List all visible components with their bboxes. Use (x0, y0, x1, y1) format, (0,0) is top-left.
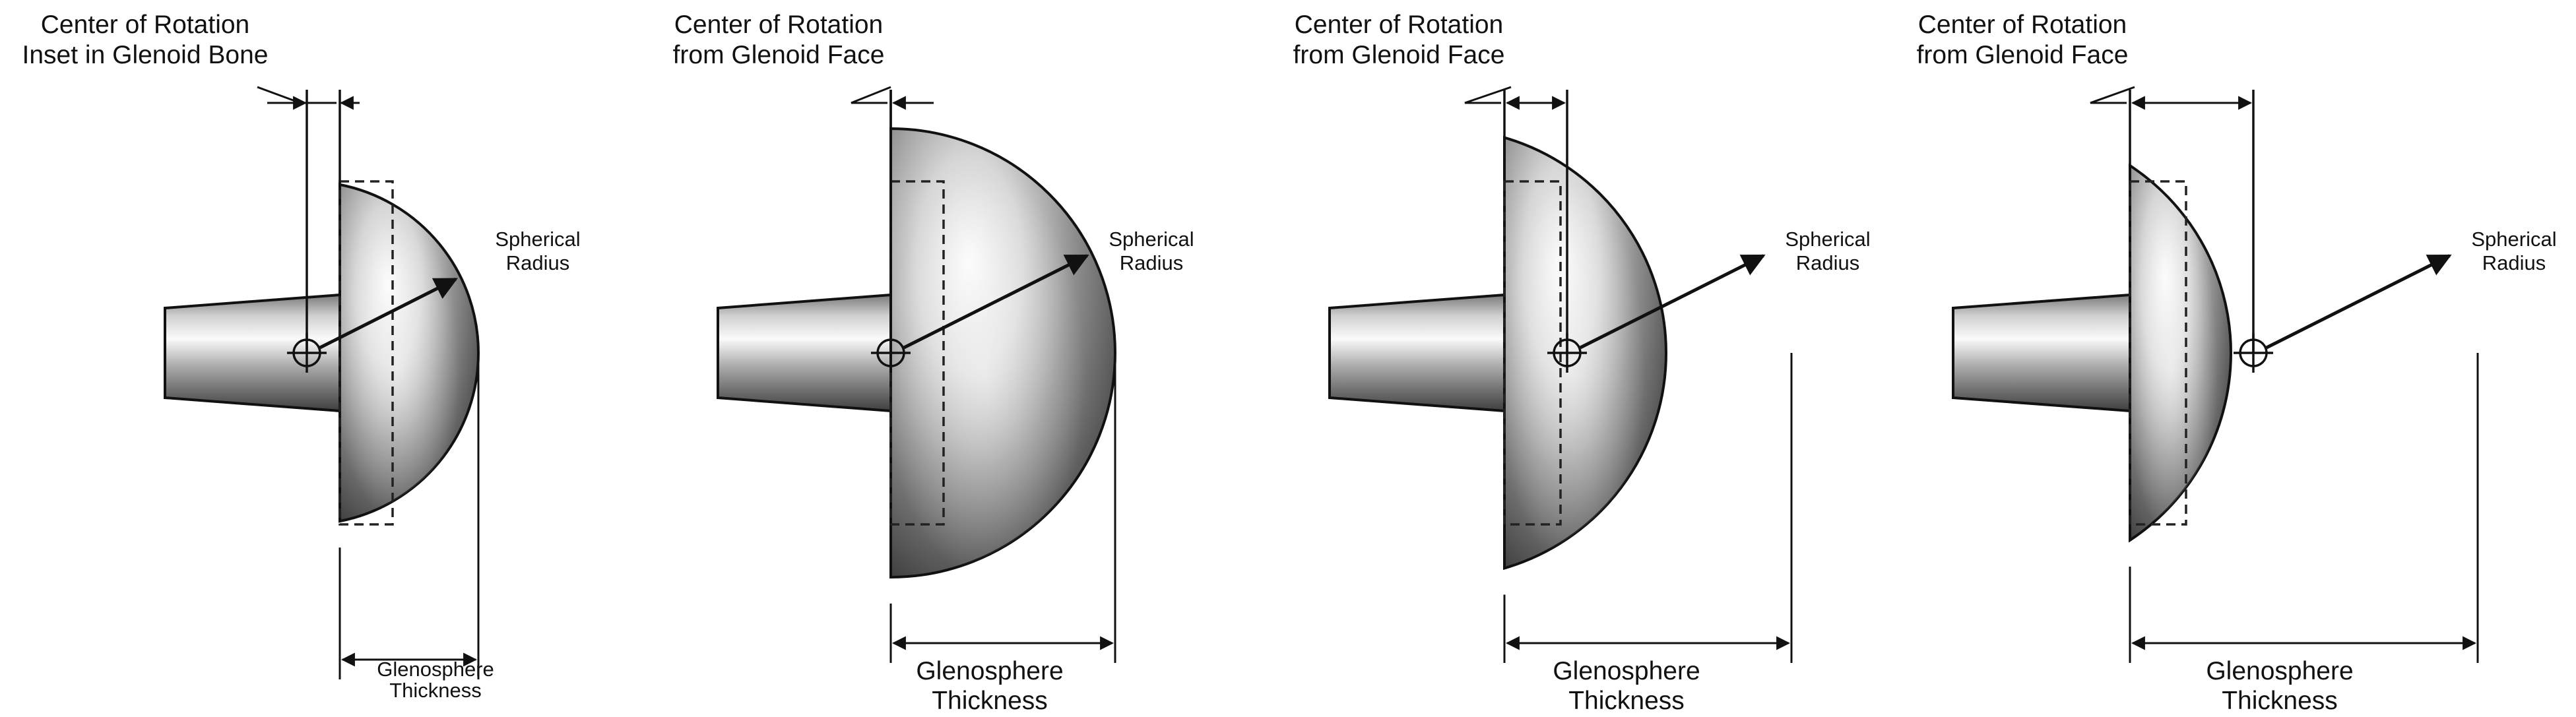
dome-highlight (2130, 166, 2231, 540)
thickness-label-line1: Glenosphere (377, 658, 494, 681)
spherical-radius-arrow (1579, 254, 1766, 350)
cor-label-line2: from Glenoid Face (673, 41, 885, 69)
spherical-radius-label-line1: Spherical (1109, 228, 1194, 251)
cor-label-line1: Center of Rotation (674, 11, 884, 39)
thickness-label-line1: Glenosphere (1553, 657, 1700, 685)
cor-label-line1: Center of Rotation (41, 11, 250, 39)
spherical-radius-arrow (2265, 254, 2452, 350)
cor-label-leader (1464, 86, 1512, 104)
cor-label-line2: from Glenoid Face (1917, 41, 2129, 69)
spherical-radius-label-line1: Spherical (1785, 228, 1870, 251)
cor-label-leader (257, 86, 337, 104)
cor-label-leader (851, 86, 891, 104)
thickness-label-line2: Thickness (1568, 687, 1685, 715)
cor-label-line1: Center of Rotation (1918, 11, 2127, 39)
thickness-label-line2: Thickness (389, 679, 482, 702)
thickness-label-line1: Glenosphere (916, 657, 1063, 685)
spherical-radius-label-line1: Spherical (2471, 228, 2556, 251)
cor-label-line1: Center of Rotation (1295, 11, 1504, 39)
cor-label-line2: Inset in Glenoid Bone (22, 41, 269, 69)
spherical-radius-label-line1: Spherical (495, 228, 580, 251)
spherical-radius-label-line2: Radius (1796, 251, 1860, 274)
spherical-radius-label-line2: Radius (2482, 251, 2546, 274)
spherical-radius-label-line2: Radius (1120, 251, 1184, 274)
spherical-radius-arrow (319, 277, 458, 350)
cor-label-line2: from Glenoid Face (1293, 41, 1505, 69)
thickness-label-line2: Thickness (932, 687, 1048, 715)
dome-highlight (340, 184, 478, 522)
baseplate-stem (717, 293, 892, 413)
spherical-radius-arrow (903, 254, 1089, 350)
dome-highlight (891, 129, 1115, 577)
thickness-label-line2: Thickness (2222, 687, 2338, 715)
cor-label-leader (2090, 86, 2135, 104)
spherical-radius-label-line2: Radius (506, 251, 570, 274)
thickness-label-line1: Glenosphere (2206, 657, 2353, 685)
baseplate-outline-dashed (2129, 180, 2187, 526)
baseplate-stem (1952, 293, 2131, 413)
baseplate-stem (1328, 293, 1506, 413)
